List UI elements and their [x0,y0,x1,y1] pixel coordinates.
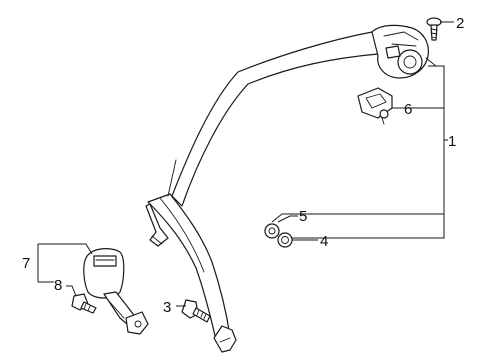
belt-webbing [145,31,383,353]
bolt-part-8 [71,293,97,314]
callout-3: 3 [163,299,171,316]
guide-bracket-part-6 [357,87,393,125]
callout-4: 4 [320,233,328,250]
callout-7: 7 [22,255,30,272]
screw-part-2 [426,17,442,41]
washer-part-5 [264,223,280,239]
callout-8: 8 [54,277,62,294]
callout-5: 5 [299,208,307,225]
callout-2: 2 [456,15,464,32]
washer-part-4 [277,232,293,248]
callout-6: 6 [404,101,412,118]
retractor-assembly [371,24,437,79]
buckle-assembly-part-7 [83,248,149,335]
leader-lines [37,21,454,307]
bolt-part-3 [181,299,211,323]
callout-1: 1 [448,133,456,150]
